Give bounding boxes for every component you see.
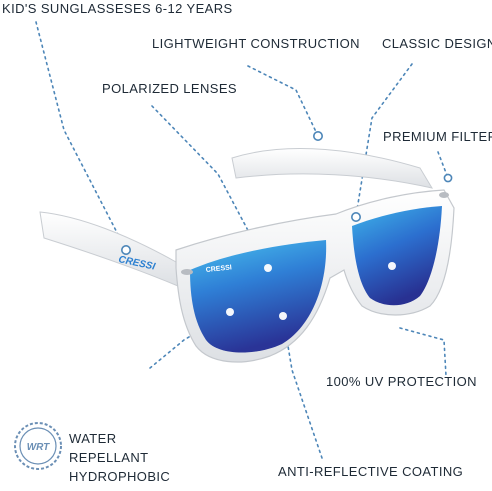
dot-classic: [350, 212, 361, 223]
line-polarized: [151, 105, 269, 269]
near-temple: [39, 211, 179, 287]
lens-dots: [226, 262, 396, 320]
dot-water: [226, 308, 234, 316]
line-filter: [437, 151, 449, 179]
dot-anti-reflective: [279, 312, 287, 320]
dot-kids: [121, 245, 132, 256]
left-lens: [190, 240, 327, 353]
callout-kids: KID'S SUNGLASSESES 6-12 YEARS: [2, 1, 233, 16]
callout-water-line-3: HYDROPHOBIC: [69, 469, 171, 484]
dot-polarized: [264, 264, 272, 272]
left-hinge: [181, 269, 193, 275]
line-lightweight: [247, 65, 319, 137]
right-lens: [352, 206, 442, 306]
right-hinge: [439, 192, 449, 198]
callout-water-line-1: WATER: [69, 431, 117, 446]
callout-anti-reflective: ANTI-REFLECTIVE COATING: [278, 464, 464, 479]
callout-water-line-2: REPELLANT: [69, 450, 149, 465]
callout-water: WATER REPELLANT HYDROPHOBIC: [69, 429, 170, 486]
callout-classic: CLASSIC DESIGN: [382, 36, 492, 51]
line-anti-reflective: [282, 315, 323, 459]
line-classic: [355, 63, 413, 217]
callout-polarized: POLARIZED LENSES: [102, 81, 237, 96]
line-uv: [399, 327, 447, 377]
dot-filter: [443, 173, 453, 183]
brand-lens: CRESSI: [205, 264, 232, 274]
badge-text: WRT: [27, 442, 50, 453]
callout-uv: 100% UV PROTECTION: [326, 374, 477, 389]
callout-dots: [121, 131, 453, 256]
callout-filter: PREMIUM FILTER: [383, 129, 492, 144]
callout-lines: [35, 21, 449, 459]
dot-uv-lens: [388, 262, 396, 270]
callout-lightweight: LIGHTWEIGHT CONSTRUCTION: [152, 36, 360, 51]
far-temple: [231, 148, 434, 189]
line-kids: [35, 21, 127, 251]
dot-lightweight: [312, 131, 323, 142]
water-badge: WRT: [14, 422, 62, 470]
